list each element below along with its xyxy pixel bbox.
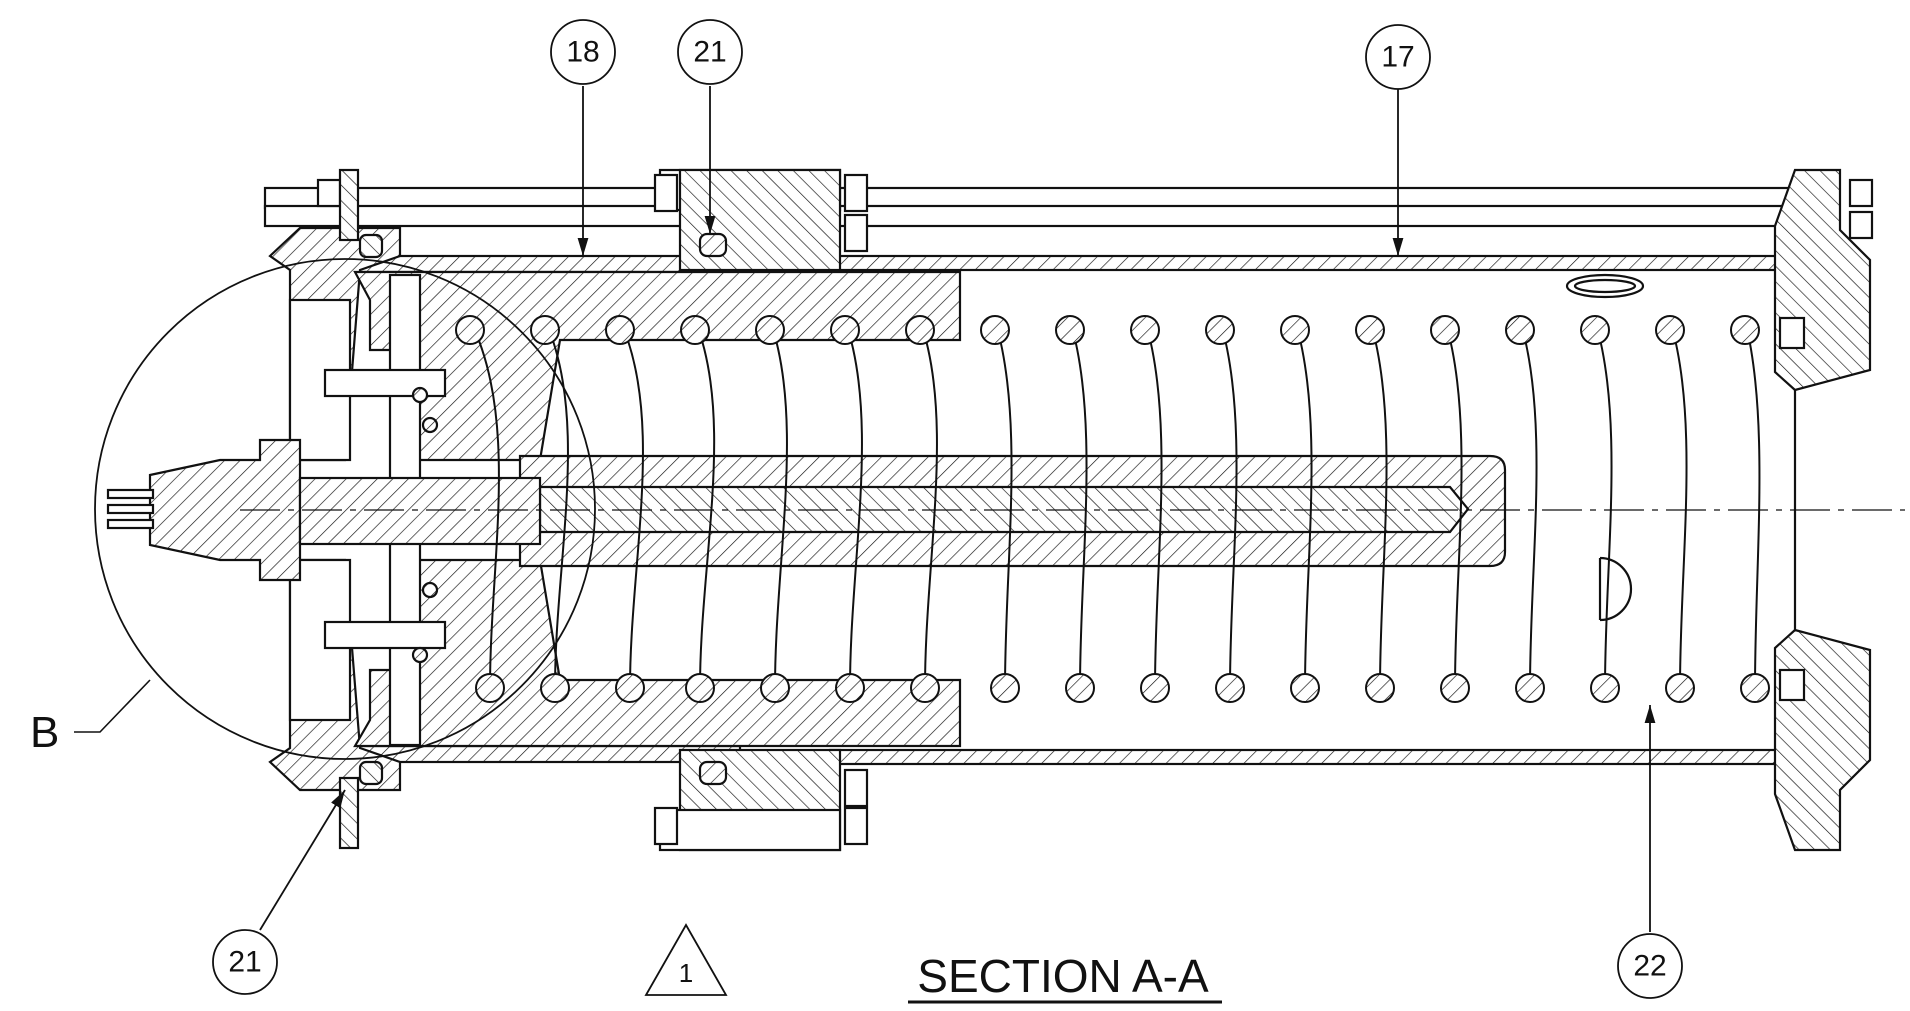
balloon-21-top-label: 21 [693,36,726,69]
balloon-18-label: 18 [566,36,599,69]
balloon-21-bottom-label: 21 [228,946,261,979]
balloon-18 [550,19,616,256]
bolts [323,368,447,664]
detail-leader [74,679,151,733]
balloon-22-label: 22 [1633,950,1666,983]
detail-label: B [30,708,59,757]
tie-rods [263,178,1874,240]
detail-circle-b [94,258,596,760]
center-flange [653,168,869,852]
left-end-cap [268,168,402,850]
input-shaft [106,438,542,582]
revision-triangle [644,923,728,996]
right-end-cap [1773,168,1872,852]
section-title: SECTION A-A [917,950,1209,1002]
balloon-21-bottom [212,789,346,995]
balloon-21-top [677,19,743,234]
piston-rod [518,454,1507,568]
balloon-17 [1365,24,1431,256]
spring [455,315,1770,703]
revision-label: 1 [679,958,693,988]
balloon-17-label: 17 [1381,41,1414,74]
balloon-22 [1617,705,1683,999]
